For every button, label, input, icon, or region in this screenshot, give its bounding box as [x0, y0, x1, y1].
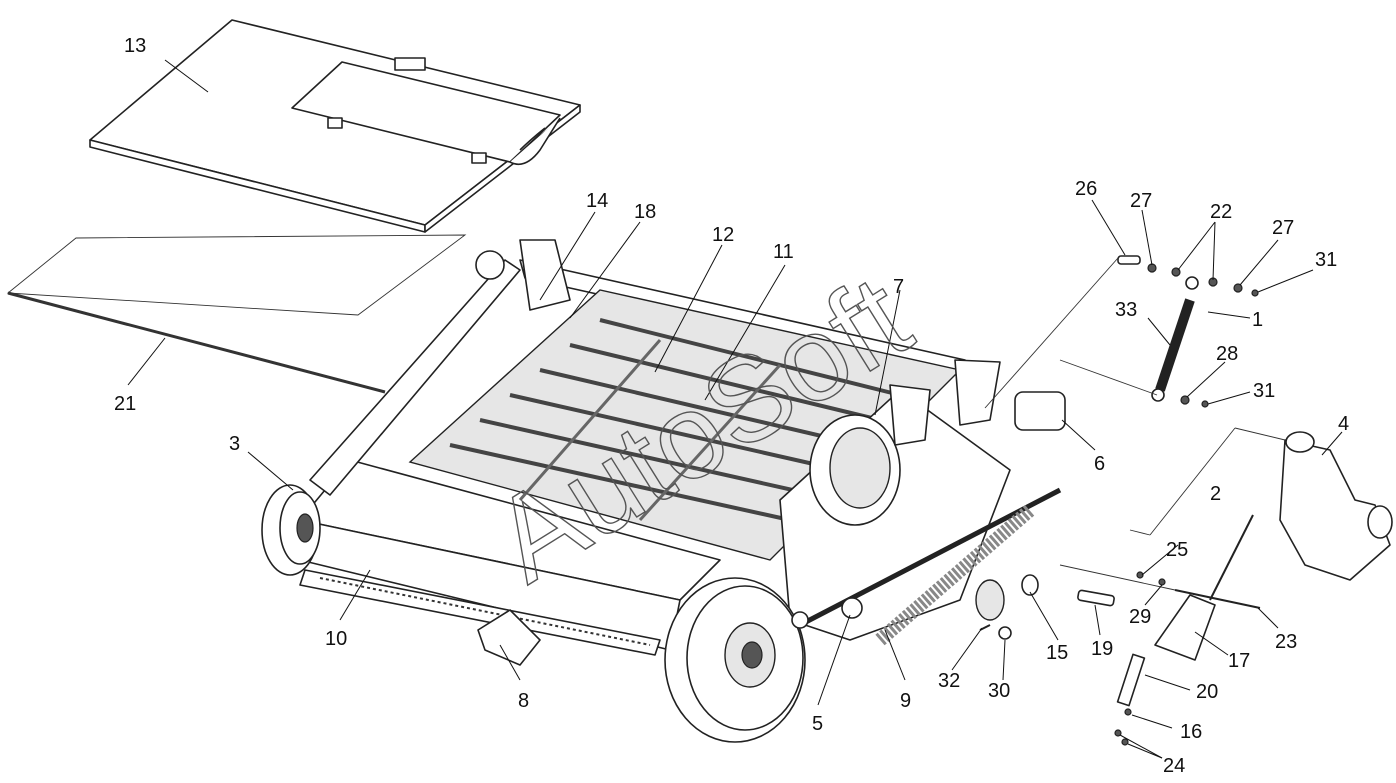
cutter-bar — [299, 569, 661, 656]
callout-1: 1 — [1252, 309, 1263, 331]
callout-28: 28 — [1216, 343, 1238, 365]
callout-14: 14 — [586, 190, 608, 212]
callout-33: 33 — [1115, 299, 1137, 321]
callout-2: 2 — [1210, 483, 1221, 505]
hydraulic-cylinder — [1117, 255, 1259, 408]
callout-23: 23 — [1275, 631, 1297, 653]
callout-7: 7 — [893, 276, 904, 298]
drive-unit — [1279, 431, 1393, 581]
skid — [477, 609, 541, 666]
conveyor-slats — [449, 318, 901, 522]
left-pulley — [261, 484, 321, 576]
callout-19: 19 — [1091, 638, 1113, 660]
callout-22: 22 — [1210, 201, 1232, 223]
callout-31a: 31 — [1315, 249, 1337, 271]
callout-17: 17 — [1228, 650, 1250, 672]
callout-29: 29 — [1129, 606, 1151, 628]
cover-panel — [89, 19, 581, 233]
callout-4: 4 — [1338, 413, 1349, 435]
callout-27a: 27 — [1130, 190, 1152, 212]
callout-12: 12 — [712, 224, 734, 246]
roller-6 — [1014, 391, 1066, 431]
callout-8: 8 — [518, 690, 529, 712]
gear — [975, 574, 1039, 621]
callout-25: 25 — [1166, 539, 1188, 561]
callout-32: 32 — [938, 670, 960, 692]
callout-27b: 27 — [1272, 217, 1294, 239]
large-wheel — [664, 577, 806, 743]
spring-assembly — [791, 487, 1062, 646]
bracket-assembly — [979, 514, 1261, 746]
callout-20: 20 — [1196, 681, 1218, 703]
callout-5: 5 — [812, 713, 823, 735]
callout-9: 9 — [900, 690, 911, 712]
rod-plane — [6, 234, 467, 394]
callout-18: 18 — [634, 201, 656, 223]
callout-labels: 13 21 14 18 12 11 7 3 10 8 5 9 32 30 15 … — [114, 35, 1349, 777]
main-frame — [299, 239, 1011, 651]
callout-13: 13 — [124, 35, 146, 57]
callout-31b: 31 — [1253, 380, 1275, 402]
assembly-lines — [984, 257, 1286, 591]
leader-lines — [127, 59, 1343, 759]
callout-11: 11 — [773, 241, 794, 263]
callout-16: 16 — [1180, 721, 1202, 743]
callout-6: 6 — [1094, 453, 1105, 475]
callout-30: 30 — [988, 680, 1010, 702]
callout-3: 3 — [229, 433, 240, 455]
callout-21: 21 — [114, 393, 136, 415]
callout-26: 26 — [1075, 178, 1097, 200]
callout-10: 10 — [325, 628, 347, 650]
callout-15: 15 — [1046, 642, 1068, 664]
callout-24: 24 — [1163, 755, 1185, 777]
